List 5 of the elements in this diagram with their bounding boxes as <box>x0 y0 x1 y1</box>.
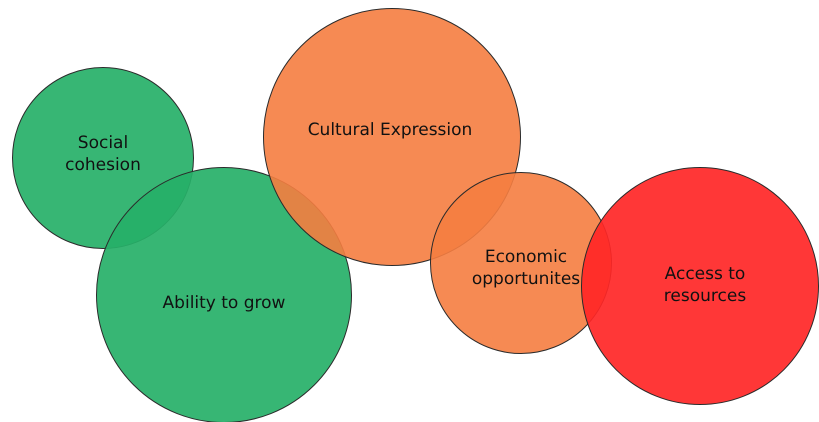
bubble-label: Ability to grow <box>162 292 286 314</box>
bubble-label: Social cohesion <box>64 132 142 176</box>
bubble-label: Access to resources <box>662 263 748 307</box>
bubble-label: Cultural Expression <box>306 119 474 141</box>
bubble-label: Economic opportunites <box>470 246 582 290</box>
